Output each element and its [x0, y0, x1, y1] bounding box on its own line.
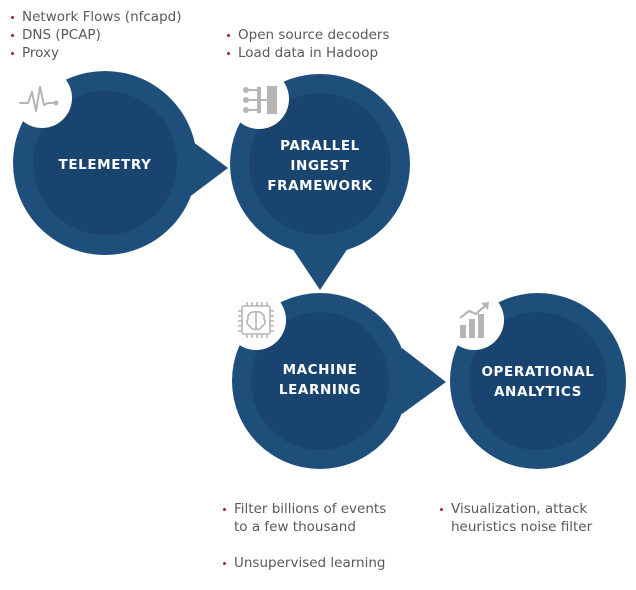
pulse-icon	[19, 86, 59, 112]
bullet-item: DNS (PCAP)	[10, 26, 181, 44]
node-label: MACHINE	[283, 362, 358, 378]
bullet-item: Load data in Hadoop	[226, 44, 390, 62]
node-core	[469, 312, 607, 450]
node-core	[251, 312, 389, 450]
node-label: INGEST	[290, 158, 349, 174]
ingest-bullets: Open source decoders Load data in Hadoop	[226, 26, 390, 62]
node-label: FRAMEWORK	[267, 178, 372, 194]
bullet-item: Unsupervised learning	[222, 554, 386, 572]
telemetry-bullets: Network Flows (nfcapd) DNS (PCAP) Proxy	[10, 8, 181, 62]
process-diagram: TELEMETRY PARALLEL INGEST FRAMEWORK M	[12, 68, 626, 469]
node-core	[249, 93, 391, 235]
bullet-item: Network Flows (nfcapd)	[10, 8, 181, 26]
node-label: TELEMETRY	[59, 157, 152, 173]
bar-chart-trend-icon	[459, 302, 489, 338]
brain-chip-icon	[238, 302, 274, 338]
bullet-item: Visualization, attack heuristics noise f…	[439, 500, 592, 536]
node-label: ANALYTICS	[494, 384, 582, 400]
analytics-bullets: Visualization, attack heuristics noise f…	[439, 482, 592, 554]
node-telemetry: TELEMETRY	[12, 68, 197, 255]
node-label: LEARNING	[279, 382, 361, 398]
arrow-ml-to-analytics	[402, 348, 446, 414]
node-label: PARALLEL	[280, 138, 360, 154]
node-core	[33, 91, 177, 235]
flow-branch-icon	[243, 86, 277, 114]
node-machine-learning: MACHINE LEARNING	[226, 290, 408, 469]
bullet-item: Proxy	[10, 44, 181, 62]
node-label: OPERATIONAL	[481, 364, 594, 380]
bullet-item: Open source decoders	[226, 26, 390, 44]
arrow-telemetry-to-ingest	[188, 138, 228, 198]
node-operational-analytics: OPERATIONAL ANALYTICS	[444, 290, 626, 469]
node-parallel-ingest-framework: PARALLEL INGEST FRAMEWORK	[229, 69, 410, 254]
bullet-item: Filter billions of events to a few thous…	[222, 500, 386, 536]
arrow-ingest-to-ml	[292, 248, 348, 290]
